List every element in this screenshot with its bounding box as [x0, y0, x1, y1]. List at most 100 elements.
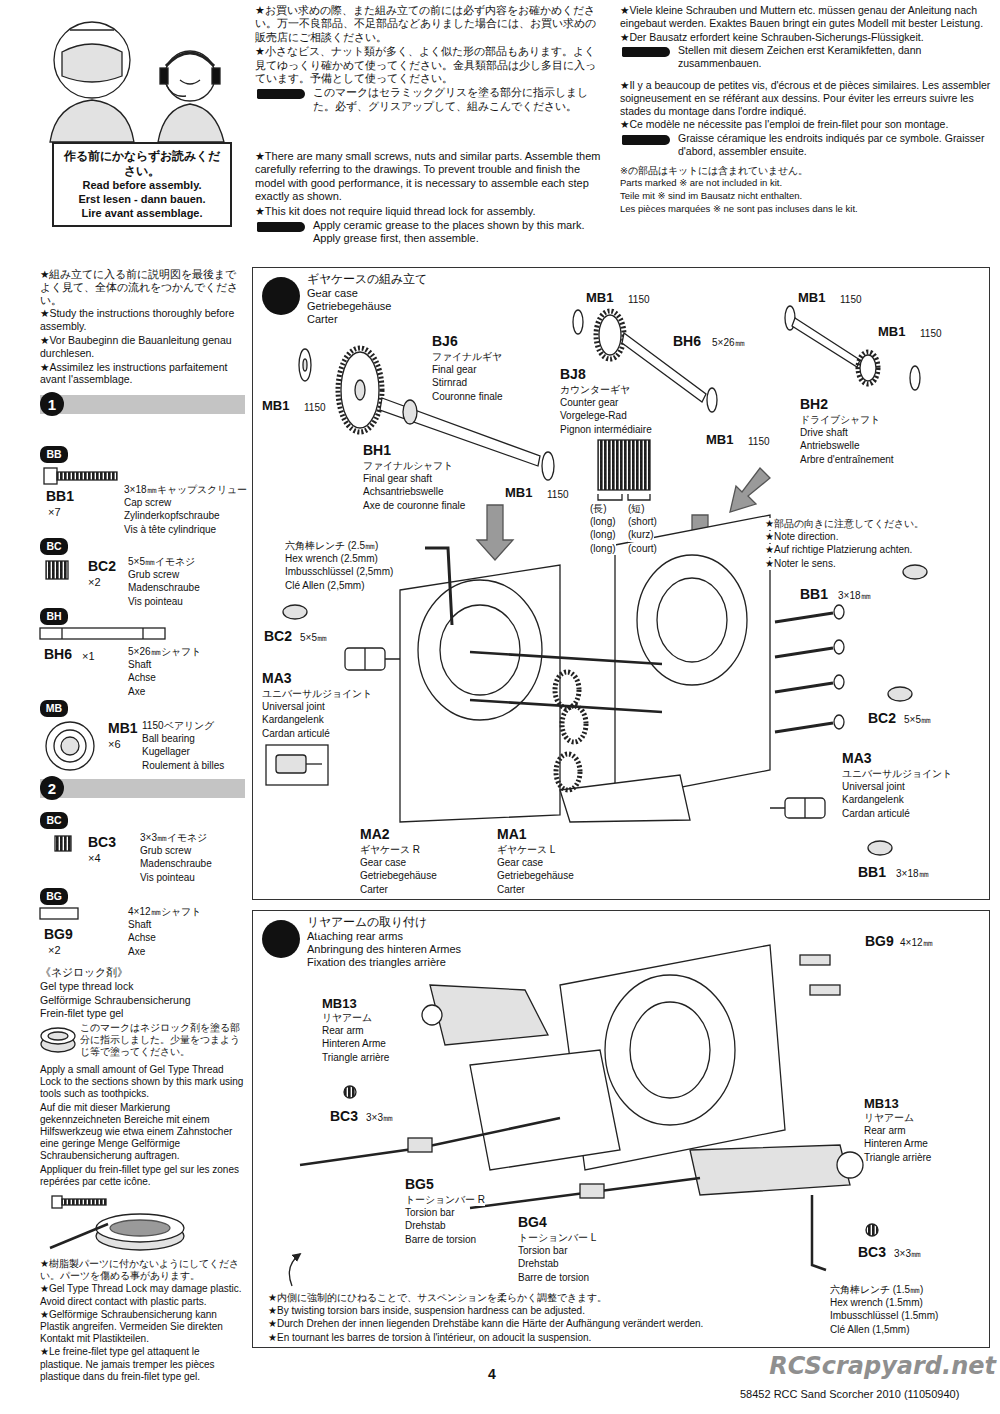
part-code: MB1 — [108, 720, 138, 737]
part-code: BC3 — [858, 1244, 886, 1261]
caption-text: (短) — [628, 503, 645, 515]
caption-text: トーションバー R — [405, 1194, 485, 1206]
part-code: BB1 — [46, 488, 74, 505]
mascot-figures — [50, 100, 134, 142]
node-text: Getriebegehäuse — [307, 300, 427, 313]
gear-case — [418, 580, 542, 720]
part-code: MA3 — [842, 750, 872, 767]
gear-shaft-parts — [598, 440, 650, 490]
node-text: 作る前にかならずお読みください。 — [60, 149, 224, 179]
watermark: RCScrapyard.net — [769, 1352, 996, 1381]
caption-text: Gear case — [497, 857, 543, 869]
thread-lock-icons — [41, 1028, 75, 1044]
gear-case — [556, 754, 580, 790]
caption-text: Axe — [128, 946, 145, 958]
caption-text: Teile mit ※ sind im Bausatz nicht enthal… — [620, 190, 992, 202]
caption-text: Kardangelenk — [842, 794, 904, 806]
gear-shaft-parts — [355, 380, 365, 400]
caption-text: Achse — [128, 672, 156, 684]
caption-text: Vis pointeau — [128, 596, 183, 608]
caption-text: Gear case — [360, 857, 406, 869]
gear-shaft-parts — [860, 355, 876, 381]
node-text-block: ギヤケースの組み立てGear caseGetriebegehäuseCarter — [307, 272, 427, 327]
caption-text: Drehstab — [518, 1258, 559, 1270]
caption-text: Clé Allen (1,5mm) — [830, 1324, 909, 1336]
caption-text: Barre de torsion — [518, 1272, 589, 1284]
gear-case — [555, 672, 579, 708]
caption-text: (long) — [590, 516, 616, 528]
caption-text: Getriebegehäuse — [360, 870, 437, 882]
gear-shaft-parts — [299, 349, 311, 381]
universal-joint — [276, 755, 306, 773]
caption-text: リヤアーム — [322, 1012, 372, 1024]
caption-text: ユニバーサルジョイント — [262, 688, 372, 700]
caption-text: Rear arm — [322, 1025, 364, 1037]
caption-text: Madenschraube — [128, 582, 200, 594]
mascot-figures — [166, 84, 186, 96]
part-code: BC2 — [88, 558, 116, 575]
caption-text: ★Vor Baubeginn die Bauanleitung genau du… — [40, 334, 245, 360]
universal-joint — [306, 763, 322, 764]
caption-text: Universal joint — [842, 781, 905, 793]
gear-case — [637, 555, 747, 685]
caption-text: ★内側に強制的にひねることで、サスペンションを柔らかく調整できます。 — [268, 1292, 823, 1304]
caption-text: Vorgelege-Rad — [560, 410, 627, 422]
parts-icons — [44, 468, 57, 484]
caption-text: (long) — [590, 529, 616, 541]
part-code: BB1 — [800, 586, 828, 603]
caption-text: ×6 — [108, 738, 121, 751]
gear-shaft-parts — [599, 315, 621, 355]
step-number: 2 — [40, 776, 64, 800]
caption-text: 5×5㎜イモネジ — [128, 556, 195, 568]
caption-text: 六角棒レンチ (1.5㎜) — [830, 1284, 923, 1296]
gear-shaft-parts — [341, 352, 379, 428]
caption-text: Cardan articulé — [262, 728, 330, 740]
grease-note: このマークはセラミックグリスを塗る部分に指示しました。必ず、グリスアップして、組… — [255, 86, 605, 113]
parts-icons — [46, 561, 68, 579]
caption-text: ★Ce modèle ne nécessite pas l'emploi de … — [620, 118, 992, 131]
step-number: 1 — [40, 392, 64, 416]
caption-text: Kugellager — [142, 746, 190, 758]
node-text-block: BG — [46, 891, 62, 902]
rear-arm-assembly — [866, 1224, 878, 1236]
caption-text: ファイナルギヤ — [432, 351, 502, 363]
sign-board: 作る前にかならずお読みください。Read before assembly.Ers… — [52, 142, 232, 227]
mascot-figures — [180, 80, 200, 84]
gear-shaft-parts — [598, 494, 650, 500]
node-text-block: BC — [46, 815, 61, 826]
caption-text: Shaft — [128, 919, 151, 931]
mascot-figures — [54, 22, 130, 98]
part-code: MB1 — [262, 398, 289, 414]
gear-shaft-parts — [303, 359, 307, 371]
gear-case — [562, 706, 586, 742]
part-code: BC2 — [868, 710, 896, 727]
universal-joint — [266, 745, 328, 785]
part-code: MB1 — [706, 432, 733, 448]
thread-lock-icons — [62, 1199, 106, 1205]
caption-text: Final gear — [432, 364, 476, 376]
rear-arm-assembly — [812, 1195, 826, 1270]
thread-lock-icons — [52, 1196, 62, 1208]
step-bar — [40, 779, 245, 798]
rear-arm-assembly — [422, 1005, 442, 1025]
caption-text: ★組み立てに入る前に説明図を最後までよく見て、全体の流れをつかんでください。 — [40, 268, 245, 306]
caption-text: Les pièces marquées ※ ne sont pas inclus… — [620, 203, 992, 215]
thread-lock-icons — [50, 1224, 108, 1248]
part-code: BJ8 — [560, 366, 586, 383]
node-text-block: 1 — [316, 281, 323, 296]
caption-text: 1150 — [628, 294, 650, 306]
rear-arm-assembly — [837, 1152, 863, 1178]
caption-text: Hinteren Arme — [864, 1138, 928, 1150]
caption-text: 58452 RCC Sand Scorcher 2010 (11050940) — [740, 1388, 959, 1401]
node-text: BC — [46, 815, 61, 826]
node-text-block: MB — [46, 703, 62, 714]
caption-text: ×4 — [88, 852, 101, 865]
caption-text: Cardan articulé — [842, 808, 910, 820]
node-text: Erst lesen - dann bauen. — [60, 193, 224, 207]
rear-arm-assembly — [580, 1184, 604, 1198]
caption-text: Barre de torsion — [405, 1234, 476, 1246]
node-text: Fixation des triangles arrière — [307, 956, 461, 969]
gear-case — [470, 652, 662, 712]
caption-text: Axe de couronne finale — [363, 500, 465, 512]
bag-code: BC — [40, 812, 68, 829]
